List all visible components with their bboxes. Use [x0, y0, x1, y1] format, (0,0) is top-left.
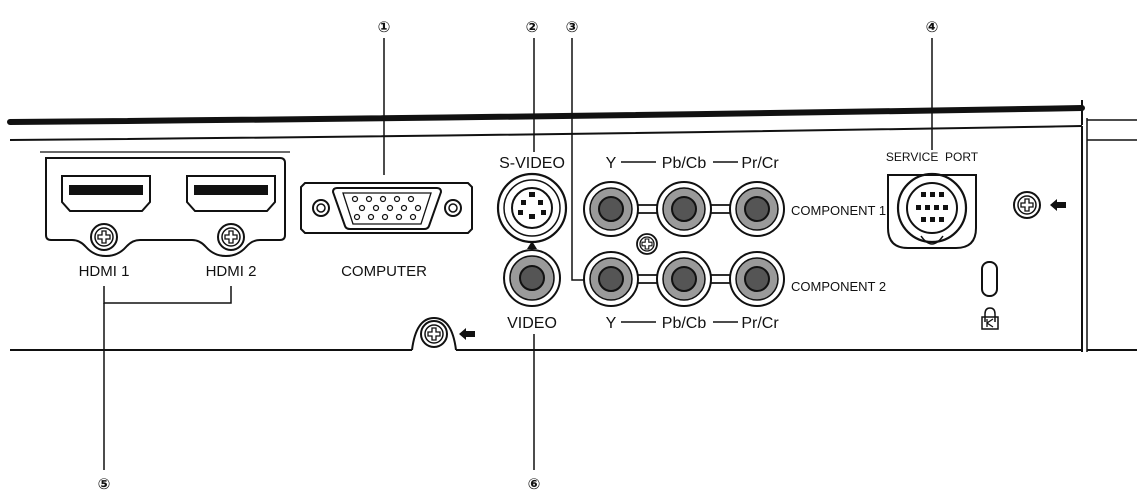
component-1-y-jack[interactable] — [583, 181, 639, 237]
computer-port[interactable] — [300, 182, 473, 234]
hdmi-2-label: HDMI 2 — [206, 263, 257, 280]
screw-icon — [90, 223, 118, 251]
component-prcr-top-label: Pr/Cr — [741, 155, 779, 172]
callout-4: ④ — [926, 18, 939, 36]
callout-leader-lines — [103, 38, 933, 470]
hdmi-bay — [40, 151, 290, 258]
component-pbcb-bottom-label: Pb/Cb — [662, 315, 707, 332]
component-2-pbcb-jack[interactable] — [656, 251, 712, 307]
hdmi-1-port[interactable] — [61, 175, 151, 212]
arrow-left-icon — [1050, 199, 1066, 211]
component-1-pbcb-jack[interactable] — [656, 181, 712, 237]
component-1-label: COMPONENT 1 — [791, 203, 886, 218]
callout-5: ⑤ — [98, 475, 111, 493]
component-2-y-jack[interactable] — [583, 251, 639, 307]
panel-outline — [7, 100, 1137, 352]
service-port[interactable] — [887, 172, 977, 249]
component-prcr-bottom-label: Pr/Cr — [741, 315, 779, 332]
service-port-label: SERVICE PORT — [886, 150, 979, 164]
screw-icon — [420, 320, 448, 348]
callout-1: ① — [378, 18, 391, 36]
hdmi-1-label: HDMI 1 — [79, 263, 130, 280]
screw-icon — [217, 223, 245, 251]
component-1-prcr-jack[interactable] — [729, 181, 785, 237]
component-pbcb-top-label: Pb/Cb — [662, 155, 707, 172]
callout-3: ③ — [566, 18, 579, 36]
triangle-marker — [527, 241, 537, 249]
svideo-port[interactable] — [496, 172, 568, 244]
callout-2: ② — [526, 18, 539, 36]
component-y-bottom-label: Y — [606, 315, 617, 332]
computer-label: COMPUTER — [341, 263, 427, 280]
callout-6: ⑥ — [528, 475, 541, 493]
video-label: VIDEO — [507, 315, 557, 332]
component-2-prcr-jack[interactable] — [729, 251, 785, 307]
kensington-lock-icon — [981, 261, 999, 330]
component-2-label: COMPONENT 2 — [791, 279, 886, 294]
arrow-left-icon — [459, 328, 475, 340]
hdmi-2-port[interactable] — [186, 175, 276, 212]
component-y-top-label: Y — [606, 155, 617, 172]
screw-icon — [636, 233, 658, 255]
svideo-label: S-VIDEO — [499, 155, 565, 172]
video-jack[interactable] — [503, 249, 561, 307]
component-connector-bars — [636, 204, 732, 284]
screw-icon — [1013, 191, 1041, 219]
